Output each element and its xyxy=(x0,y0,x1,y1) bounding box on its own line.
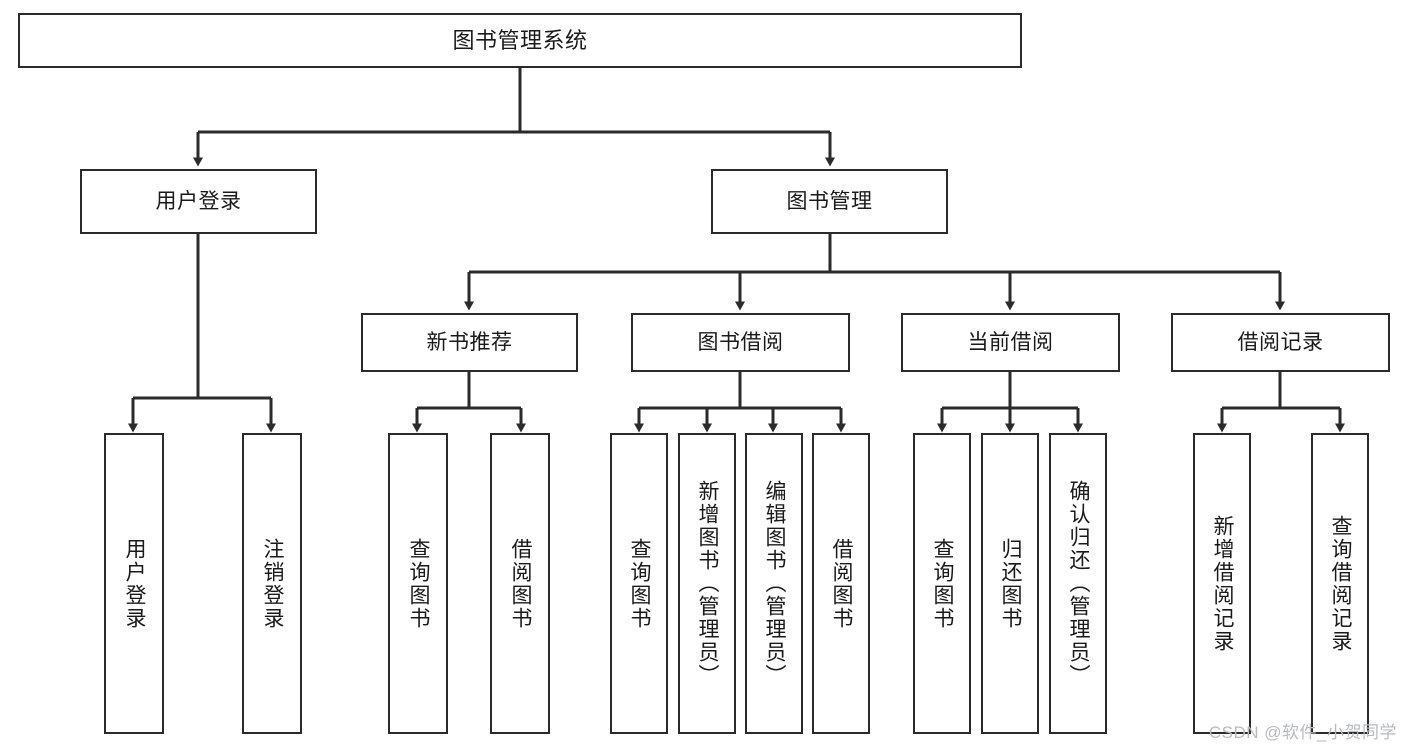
node-current-borrow-label: 当前借阅 xyxy=(967,331,1054,354)
node-leaf-edit-book-label: 编辑图书（管理员） xyxy=(762,480,786,687)
node-leaf-confirm-return[interactable]: 确认归还（管理员） xyxy=(1049,433,1107,734)
node-leaf-return-book-label: 归还图书 xyxy=(998,537,1022,630)
node-current-borrow[interactable]: 当前借阅 xyxy=(901,313,1120,372)
node-leaf-edit-book[interactable]: 编辑图书（管理员） xyxy=(745,433,803,734)
node-leaf-logout[interactable]: 注销登录 xyxy=(242,433,302,734)
node-borrow-record-label: 借阅记录 xyxy=(1237,331,1324,354)
node-leaf-add-record[interactable]: 新增借阅记录 xyxy=(1193,433,1251,734)
node-leaf-logout-label: 注销登录 xyxy=(260,537,284,630)
node-leaf-borrow-book-2-label: 借阅图书 xyxy=(829,537,853,630)
node-leaf-query-book-2-label: 查询图书 xyxy=(627,537,651,630)
node-leaf-add-book[interactable]: 新增图书（管理员） xyxy=(678,433,736,734)
node-leaf-borrow-book-1-label: 借阅图书 xyxy=(508,537,532,630)
node-leaf-query-book-3[interactable]: 查询图书 xyxy=(913,433,971,734)
node-leaf-query-book-3-label: 查询图书 xyxy=(930,537,954,630)
node-user-login[interactable]: 用户登录 xyxy=(80,169,317,234)
node-user-login-label: 用户登录 xyxy=(155,190,242,213)
node-leaf-borrow-book-2[interactable]: 借阅图书 xyxy=(812,433,870,734)
node-leaf-query-book-2[interactable]: 查询图书 xyxy=(610,433,668,734)
node-book-manage[interactable]: 图书管理 xyxy=(711,169,948,234)
watermark-text: CSDN @软件_小贺同学 xyxy=(1208,723,1397,742)
node-leaf-query-record-label: 查询借阅记录 xyxy=(1328,514,1352,653)
node-leaf-query-book-1-label: 查询图书 xyxy=(406,537,430,630)
node-new-book-rec-label: 新书推荐 xyxy=(426,331,513,354)
node-leaf-user-login-label: 用户登录 xyxy=(122,537,146,630)
node-book-manage-label: 图书管理 xyxy=(786,190,873,213)
node-leaf-return-book[interactable]: 归还图书 xyxy=(981,433,1039,734)
node-leaf-query-book-1[interactable]: 查询图书 xyxy=(388,433,448,734)
node-book-borrow[interactable]: 图书借阅 xyxy=(631,313,850,372)
node-root[interactable]: 图书管理系统 xyxy=(18,13,1022,68)
node-new-book-rec[interactable]: 新书推荐 xyxy=(361,313,578,372)
node-leaf-add-book-label: 新增图书（管理员） xyxy=(695,480,719,687)
node-leaf-add-record-label: 新增借阅记录 xyxy=(1210,514,1234,653)
node-leaf-user-login[interactable]: 用户登录 xyxy=(104,433,164,734)
node-borrow-record[interactable]: 借阅记录 xyxy=(1171,313,1390,372)
node-book-borrow-label: 图书借阅 xyxy=(697,331,784,354)
node-leaf-confirm-return-label: 确认归还（管理员） xyxy=(1066,480,1090,687)
node-leaf-borrow-book-1[interactable]: 借阅图书 xyxy=(490,433,550,734)
node-root-label: 图书管理系统 xyxy=(452,27,588,53)
node-leaf-query-record[interactable]: 查询借阅记录 xyxy=(1311,433,1369,734)
